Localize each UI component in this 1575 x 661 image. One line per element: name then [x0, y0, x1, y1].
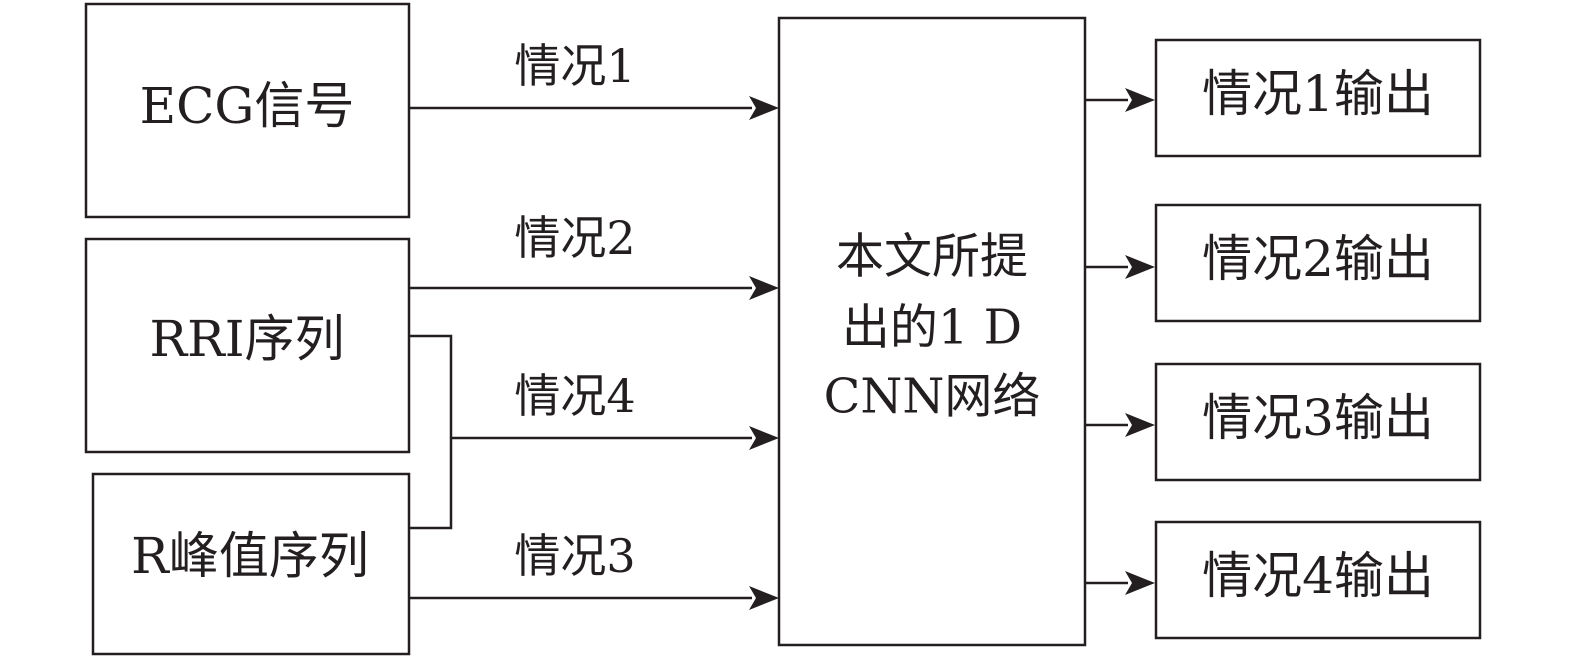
output-box-case4	[1154, 520, 1482, 640]
output-box-case3	[1154, 362, 1482, 482]
arrow-case2-head	[749, 276, 779, 300]
cnn-model-label-line3: CNN网络	[824, 369, 1041, 425]
arrow-case4-head	[749, 426, 779, 450]
output-label-case4: 情况4输出	[1202, 547, 1434, 605]
edge-label-case4: 情况4	[514, 369, 635, 423]
cnn-model-label-line1: 本文所提	[836, 229, 1028, 285]
out-arrow-3-head	[1125, 413, 1155, 437]
cnn-model-box	[777, 16, 1087, 647]
rri-sequence-box	[84, 237, 411, 454]
arrow-case1-head	[749, 96, 779, 120]
cnn-model-label-line2: 出的1 D	[842, 300, 1022, 356]
output-label-case3: 情况3输出	[1202, 389, 1434, 447]
edge-label-case2: 情况2	[514, 211, 635, 265]
out-arrow-4-head	[1125, 571, 1155, 595]
r-peak-sequence-label: R峰值序列	[131, 527, 369, 585]
out-arrow-2-head	[1125, 255, 1155, 279]
edge-label-case3: 情况3	[514, 529, 635, 583]
edge-label-case1: 情况1	[514, 39, 635, 93]
arrow-case3-head	[749, 586, 779, 610]
r-peak-sequence-box	[91, 472, 411, 656]
out-arrow-1-head	[1125, 88, 1155, 112]
connector-bracket	[409, 334, 453, 530]
output-label-case2: 情况2输出	[1202, 230, 1434, 288]
ecg-signal-label: ECG信号	[140, 77, 355, 135]
ecg-signal-box	[84, 2, 411, 219]
output-label-case1: 情况1输出	[1202, 65, 1434, 123]
output-box-case1	[1154, 38, 1482, 158]
output-box-case2	[1154, 203, 1482, 323]
rri-sequence-label: RRI序列	[149, 310, 344, 368]
